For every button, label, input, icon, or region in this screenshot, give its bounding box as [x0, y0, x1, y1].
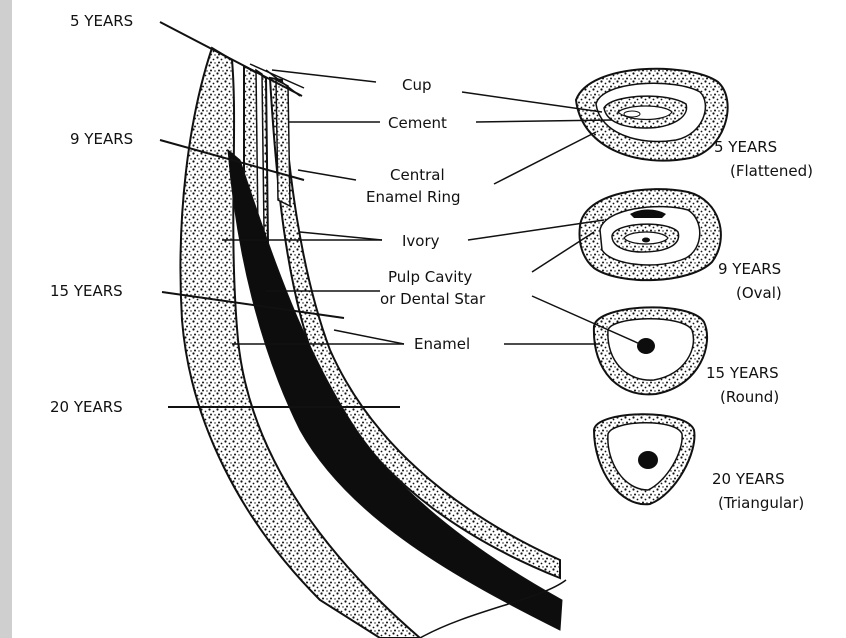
label-ivory: Ivory — [402, 232, 440, 250]
tooth-central-ring-fold — [276, 80, 290, 206]
cross-section-20-shape: (Triangular) — [718, 494, 804, 512]
label-central-enamel-ring-line1: Central — [390, 166, 445, 184]
cross-section-15-years — [594, 307, 707, 394]
label-enamel: Enamel — [414, 335, 470, 353]
age-label-15: 15 YEARS — [50, 282, 123, 300]
cross-section-9-age: 9 YEARS — [718, 260, 781, 278]
age-label-9: 9 YEARS — [70, 130, 133, 148]
tooth-longitudinal-section — [180, 48, 566, 638]
cross-section-5-years — [576, 69, 728, 161]
cross-section-15-age: 15 YEARS — [706, 364, 779, 382]
label-cup: Cup — [402, 76, 432, 94]
label-pulp-cavity-line1: Pulp Cavity — [388, 268, 472, 286]
scan-edge-shadow — [0, 0, 12, 638]
cross-section-5-age: 5 YEARS — [714, 138, 777, 156]
cross-section-9-shape: (Oval) — [736, 284, 782, 302]
label-central-enamel-ring-line2: Enamel Ring — [366, 188, 461, 206]
tooth-pulp-cavity — [228, 150, 562, 630]
cross-section-20-years — [594, 414, 694, 504]
label-pulp-cavity-line2: or Dental Star — [380, 290, 486, 308]
age-label-20: 20 YEARS — [50, 398, 123, 416]
cross-section-20-age: 20 YEARS — [712, 470, 785, 488]
cross-section-9-years — [580, 189, 721, 280]
cross-section-5-shape: (Flattened) — [730, 162, 813, 180]
age-label-5: 5 YEARS — [70, 12, 133, 30]
label-cement: Cement — [388, 114, 447, 132]
cross-section-15-shape: (Round) — [720, 388, 779, 406]
